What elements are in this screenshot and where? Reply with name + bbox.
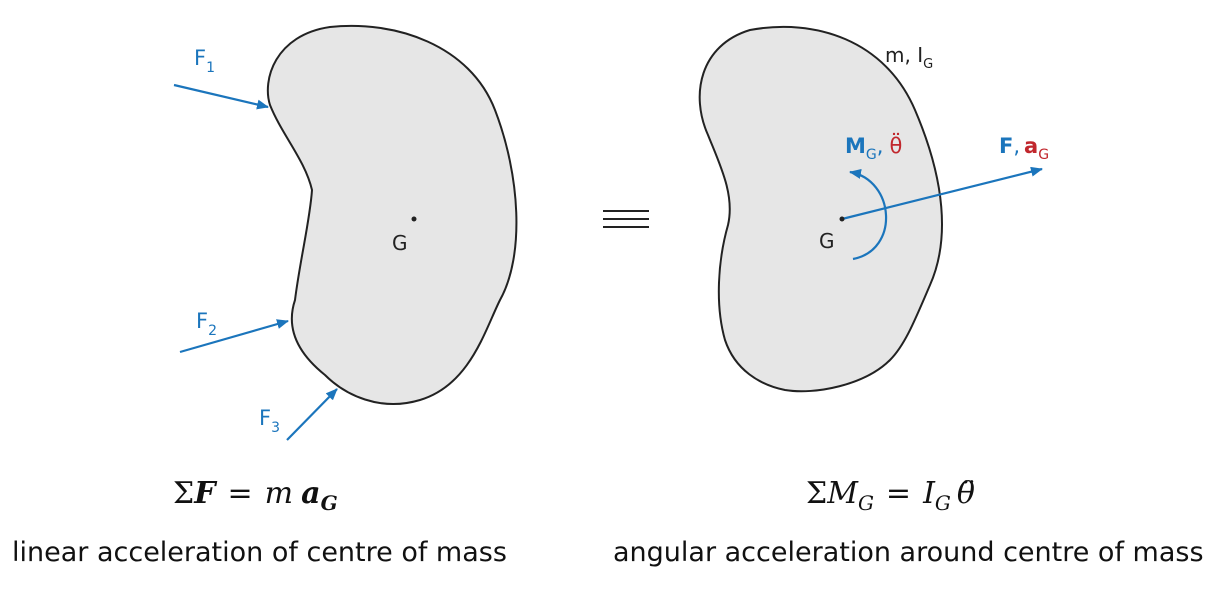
resultant-force-arrow (841, 166, 1043, 221)
moment-label: MG,θ̈ (845, 132, 902, 163)
force-arrow-f2 (179, 319, 289, 354)
force-label-f2: F2 (196, 309, 217, 339)
left-center-of-mass-dot (411, 216, 417, 222)
right-rigid-body (698, 25, 943, 393)
left-rigid-body (266, 24, 518, 405)
left-center-label: G (392, 231, 408, 255)
force-arrow-f1 (173, 83, 269, 110)
force-accel-label: F,aG (999, 134, 1049, 163)
moment-arc-arrow (849, 169, 888, 261)
force-arrow-f3 (286, 388, 338, 441)
right-caption: angular acceleration around centre of ma… (613, 537, 1204, 568)
force-label-f3: F3 (259, 406, 280, 436)
left-caption: linear acceleration of centre of mass (12, 537, 507, 568)
right-center-of-mass-dot (839, 216, 845, 222)
force-label-f1: F1 (194, 46, 215, 76)
right-center-label: G (819, 229, 835, 253)
mass-inertia-label: m, IG (885, 43, 933, 72)
equivalence-symbol (603, 210, 649, 228)
